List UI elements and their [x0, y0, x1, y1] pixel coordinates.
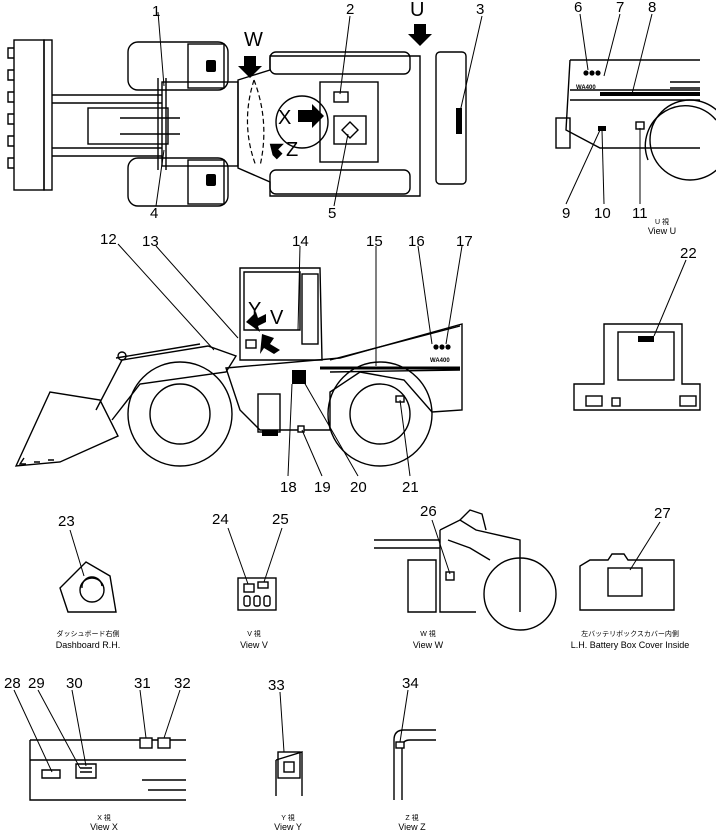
callout-5: 5 [328, 205, 336, 222]
callout-10: 10 [594, 205, 611, 222]
caption-view-x: View X [90, 822, 118, 832]
callout-15: 15 [366, 233, 383, 250]
caption-view-w-jp: W 視 [420, 629, 436, 638]
callout-23: 23 [58, 513, 75, 530]
caption-view-z-jp: Z 視 [405, 813, 418, 822]
model-badge-rear: WA400 [576, 85, 596, 91]
callout-24: 24 [212, 511, 229, 528]
top-view: W U X Z 1 2 3 4 5 [7, 0, 484, 222]
caption-battery: L.H. Battery Box Cover Inside [571, 640, 690, 650]
caption-dashboard: Dashboard R.H. [56, 640, 121, 650]
callout-34: 34 [402, 675, 419, 692]
callout-8: 8 [648, 0, 656, 16]
side-view: WA400 Y V 12 13 14 15 16 17 18 [14, 231, 473, 496]
callout-33: 33 [268, 677, 285, 694]
detail-view-x: 28 29 30 31 32 X 視 View X [4, 675, 191, 832]
arrow-label-v: V [270, 307, 284, 329]
callout-20: 20 [350, 479, 367, 496]
detail-23: 23 ダッシュボード右側 Dashboard R.H. [56, 513, 121, 650]
callout-14: 14 [292, 233, 309, 250]
caption-battery-jp: 左バッテリボックスカバー内側 [581, 629, 679, 638]
detail-view-w: 26 W 視 View W [374, 503, 557, 650]
callout-21: 21 [402, 479, 419, 496]
detail-27: 27 左バッテリボックスカバー内側 L.H. Battery Box Cover… [571, 505, 690, 650]
caption-view-u-jp: U 視 [655, 217, 669, 226]
arrow-label-y: Y [248, 299, 261, 321]
caption-view-y: View Y [274, 822, 302, 832]
arrow-label-u: U [410, 0, 424, 21]
callout-13: 13 [142, 233, 159, 250]
detail-view-v: 24 25 V 視 View V [212, 511, 289, 650]
callout-4: 4 [150, 205, 158, 222]
callout-19: 19 [314, 479, 331, 496]
callout-16: 16 [408, 233, 425, 250]
caption-view-y-jp: Y 視 [281, 813, 295, 822]
callout-31: 31 [134, 675, 151, 692]
callout-27: 27 [654, 505, 671, 522]
arrow-label-w: W [244, 29, 263, 51]
callout-12: 12 [100, 231, 117, 248]
caption-view-v-jp: V 視 [247, 629, 261, 638]
callout-18: 18 [280, 479, 297, 496]
callout-9: 9 [562, 205, 570, 222]
caption-view-u: View U [648, 226, 676, 236]
caption-dashboard-jp: ダッシュボード右側 [57, 629, 120, 638]
caption-view-z: View Z [398, 822, 426, 832]
arrow-label-x: X [278, 107, 291, 129]
detail-22: 22 [573, 245, 701, 411]
caption-view-x-jp: X 視 [97, 813, 111, 822]
callout-25: 25 [272, 511, 289, 528]
detail-view-z: 34 Z 視 View Z [393, 675, 436, 832]
callout-11: 11 [632, 205, 648, 222]
callout-26: 26 [420, 503, 437, 520]
callout-22: 22 [680, 245, 697, 262]
callout-1: 1 [152, 3, 160, 20]
callout-6: 6 [574, 0, 582, 16]
detail-view-y: 33 Y 視 View Y [268, 677, 303, 832]
callout-29: 29 [28, 675, 45, 692]
callout-2: 2 [346, 1, 354, 18]
callout-28: 28 [4, 675, 21, 692]
model-badge-side: WA400 [430, 358, 450, 364]
callout-30: 30 [66, 675, 83, 692]
callout-32: 32 [174, 675, 191, 692]
callout-17: 17 [456, 233, 473, 250]
view-u: WA400 6 7 8 9 10 11 U 視 View U [555, 0, 716, 236]
caption-view-w: View W [413, 640, 444, 650]
callout-7: 7 [616, 0, 624, 16]
callout-3: 3 [476, 1, 484, 18]
arrow-label-z: Z [286, 139, 298, 161]
caption-view-v: View V [240, 640, 268, 650]
